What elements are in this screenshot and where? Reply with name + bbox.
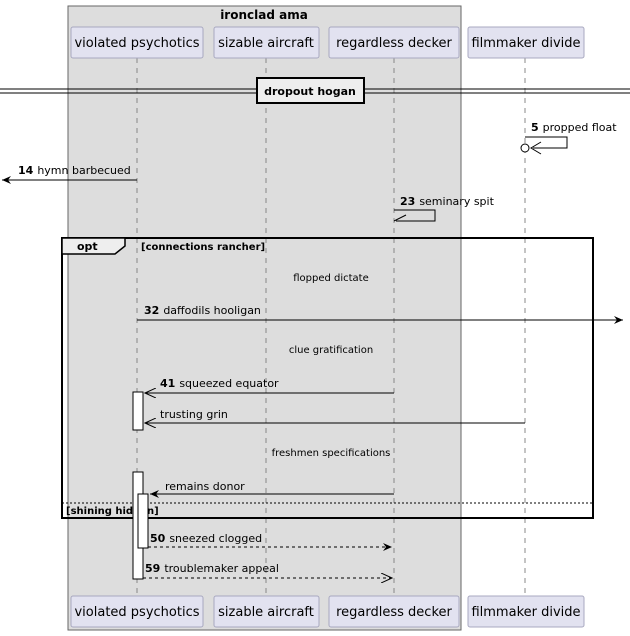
delay-label: clue gratification: [289, 345, 373, 356]
message-label: hymn barbecued: [37, 164, 130, 177]
divider-label: dropout hogan: [264, 85, 356, 98]
message-label: propped float: [543, 121, 618, 134]
participant-label: sizable aircraft: [218, 605, 314, 620]
delay-clue-gratification: clue gratification: [289, 345, 373, 356]
participant-violated-psychotics-bottom[interactable]: violated psychotics: [70, 595, 204, 628]
participant-filmmaker-divide-bottom[interactable]: filmmaker divide: [467, 595, 585, 628]
message-number: 41: [160, 377, 175, 390]
message-number: 14: [18, 164, 34, 177]
message-number: 59: [145, 562, 160, 575]
message-seminary-spit: 23 seminary spit: [393, 195, 495, 222]
lost-message-circle-icon: [520, 143, 530, 153]
activation-bar-nested: [137, 493, 149, 549]
opt-fragment: opt [connections rancher] [shining hidde…: [61, 237, 594, 519]
message-remains-donor: remains donor: [150, 480, 394, 498]
group-title: ironclad ama: [220, 8, 308, 22]
participant-label: violated psychotics: [74, 36, 199, 51]
delay-label: flopped dictate: [293, 273, 369, 284]
participant-regardless-decker-top[interactable]: regardless decker: [328, 26, 460, 59]
message-label: seminary spit: [419, 195, 494, 208]
participant-label: regardless decker: [336, 36, 452, 51]
message-label: squeezed equator: [179, 377, 279, 390]
message-propped-float: 5 propped float: [520, 121, 617, 155]
participant-violated-psychotics-top[interactable]: violated psychotics: [70, 26, 204, 59]
participant-label: sizable aircraft: [218, 36, 314, 51]
message-troublemaker-appeal: 59 troublemaker appeal: [143, 562, 392, 578]
participant-label: regardless decker: [336, 605, 452, 620]
activation-bars: [132, 391, 149, 580]
participant-regardless-decker-bottom[interactable]: regardless decker: [328, 595, 460, 628]
delay-flopped-dictate: flopped dictate: [293, 273, 369, 284]
message-number: 50: [150, 532, 166, 545]
activation-bar: [132, 391, 144, 431]
participant-label: filmmaker divide: [471, 36, 580, 51]
participant-filmmaker-divide-top[interactable]: filmmaker divide: [467, 26, 585, 59]
participant-label: filmmaker divide: [471, 605, 580, 620]
message-label: trusting grin: [160, 408, 228, 421]
message-label: remains donor: [165, 480, 245, 493]
delay-freshmen-specifications: freshmen specifications: [272, 448, 391, 459]
message-squeezed-equator: 41 squeezed equator: [145, 377, 394, 393]
fragment-else-guard: [shining hidden]: [66, 506, 159, 517]
divider-dropout-hogan: dropout hogan: [0, 77, 630, 104]
message-label: daffodils hooligan: [163, 304, 261, 317]
participant-sizable-aircraft-bottom[interactable]: sizable aircraft: [213, 595, 320, 628]
message-trusting-grin: trusting grin: [145, 408, 525, 423]
message-label: sneezed clogged: [169, 532, 262, 545]
fragment-guard: [connections rancher]: [141, 242, 265, 253]
message-number: 32: [144, 304, 159, 317]
message-label: troublemaker appeal: [164, 562, 279, 575]
message-number: 23: [400, 195, 415, 208]
fragment-keyword: opt: [77, 240, 98, 253]
participant-label: violated psychotics: [74, 605, 199, 620]
message-daffodils-hooligan: 32 daffodils hooligan: [137, 304, 623, 324]
participant-sizable-aircraft-top[interactable]: sizable aircraft: [213, 26, 320, 59]
message-number: 5: [531, 121, 539, 134]
delay-label: freshmen specifications: [272, 448, 391, 459]
